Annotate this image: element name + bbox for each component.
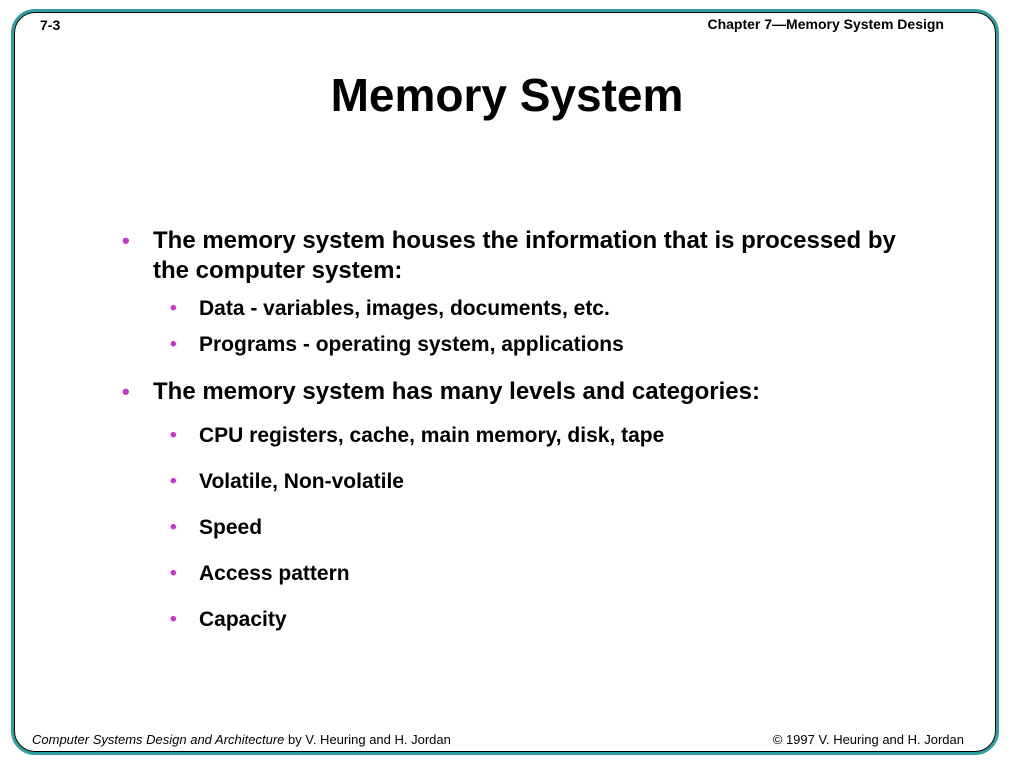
bullet-dot-icon: • <box>170 517 177 538</box>
bullet-dot-icon: • <box>122 228 130 253</box>
sub-bullet-text: Capacity <box>199 608 287 631</box>
footer-book-title: Computer Systems Design and Architecture <box>32 732 285 747</box>
bullet-dot-icon: • <box>170 425 177 446</box>
footer-copyright: © 1997 V. Heuring and H. Jordan <box>772 732 964 747</box>
bullet-dot-icon: • <box>170 334 177 355</box>
footer-book-credit: Computer Systems Design and Architecture… <box>32 732 451 747</box>
sub-bullet-text: CPU registers, cache, main memory, disk,… <box>199 424 665 447</box>
bullet-item: • The memory system houses the informati… <box>120 226 920 286</box>
bullet-dot-icon: • <box>170 609 177 630</box>
sub-bullet-text: Programs - operating system, application… <box>199 333 624 356</box>
bullet-item: • The memory system has many levels and … <box>120 377 920 407</box>
sub-bullet-text: Volatile, Non-volatile <box>199 470 404 493</box>
bullet-dot-icon: • <box>170 298 177 319</box>
chapter-header: Chapter 7—Memory System Design <box>707 16 944 32</box>
sub-bullet-item: • Speed <box>120 515 920 541</box>
bullet-text: The memory system has many levels and ca… <box>153 378 760 405</box>
sub-bullet-item: • Capacity <box>120 607 920 633</box>
sub-bullet-item: • CPU registers, cache, main memory, dis… <box>120 423 920 449</box>
slide-number: 7-3 <box>40 17 61 33</box>
slide-content: • The memory system houses the informati… <box>120 226 920 633</box>
slide-title: Memory System <box>330 69 684 121</box>
sub-bullet-text: Speed <box>199 516 263 539</box>
bullet-dot-icon: • <box>170 471 177 492</box>
sub-bullet-item: • Programs - operating system, applicati… <box>120 332 920 358</box>
sub-bullet-item: • Volatile, Non-volatile <box>120 469 920 495</box>
bullet-dot-icon: • <box>122 379 130 404</box>
bullet-dot-icon: • <box>170 563 177 584</box>
sub-bullet-text: Data - variables, images, documents, etc… <box>199 297 610 320</box>
footer-authors: by V. Heuring and H. Jordan <box>284 732 451 747</box>
sub-bullet-item: • Access pattern <box>120 561 920 587</box>
slide-frame-inner <box>14 12 996 752</box>
bullet-text: The memory system houses the information… <box>153 227 896 284</box>
sub-bullet-text: Access pattern <box>199 562 350 585</box>
sub-bullet-item: • Data - variables, images, documents, e… <box>120 296 920 322</box>
slide-frame-outer <box>11 9 999 755</box>
